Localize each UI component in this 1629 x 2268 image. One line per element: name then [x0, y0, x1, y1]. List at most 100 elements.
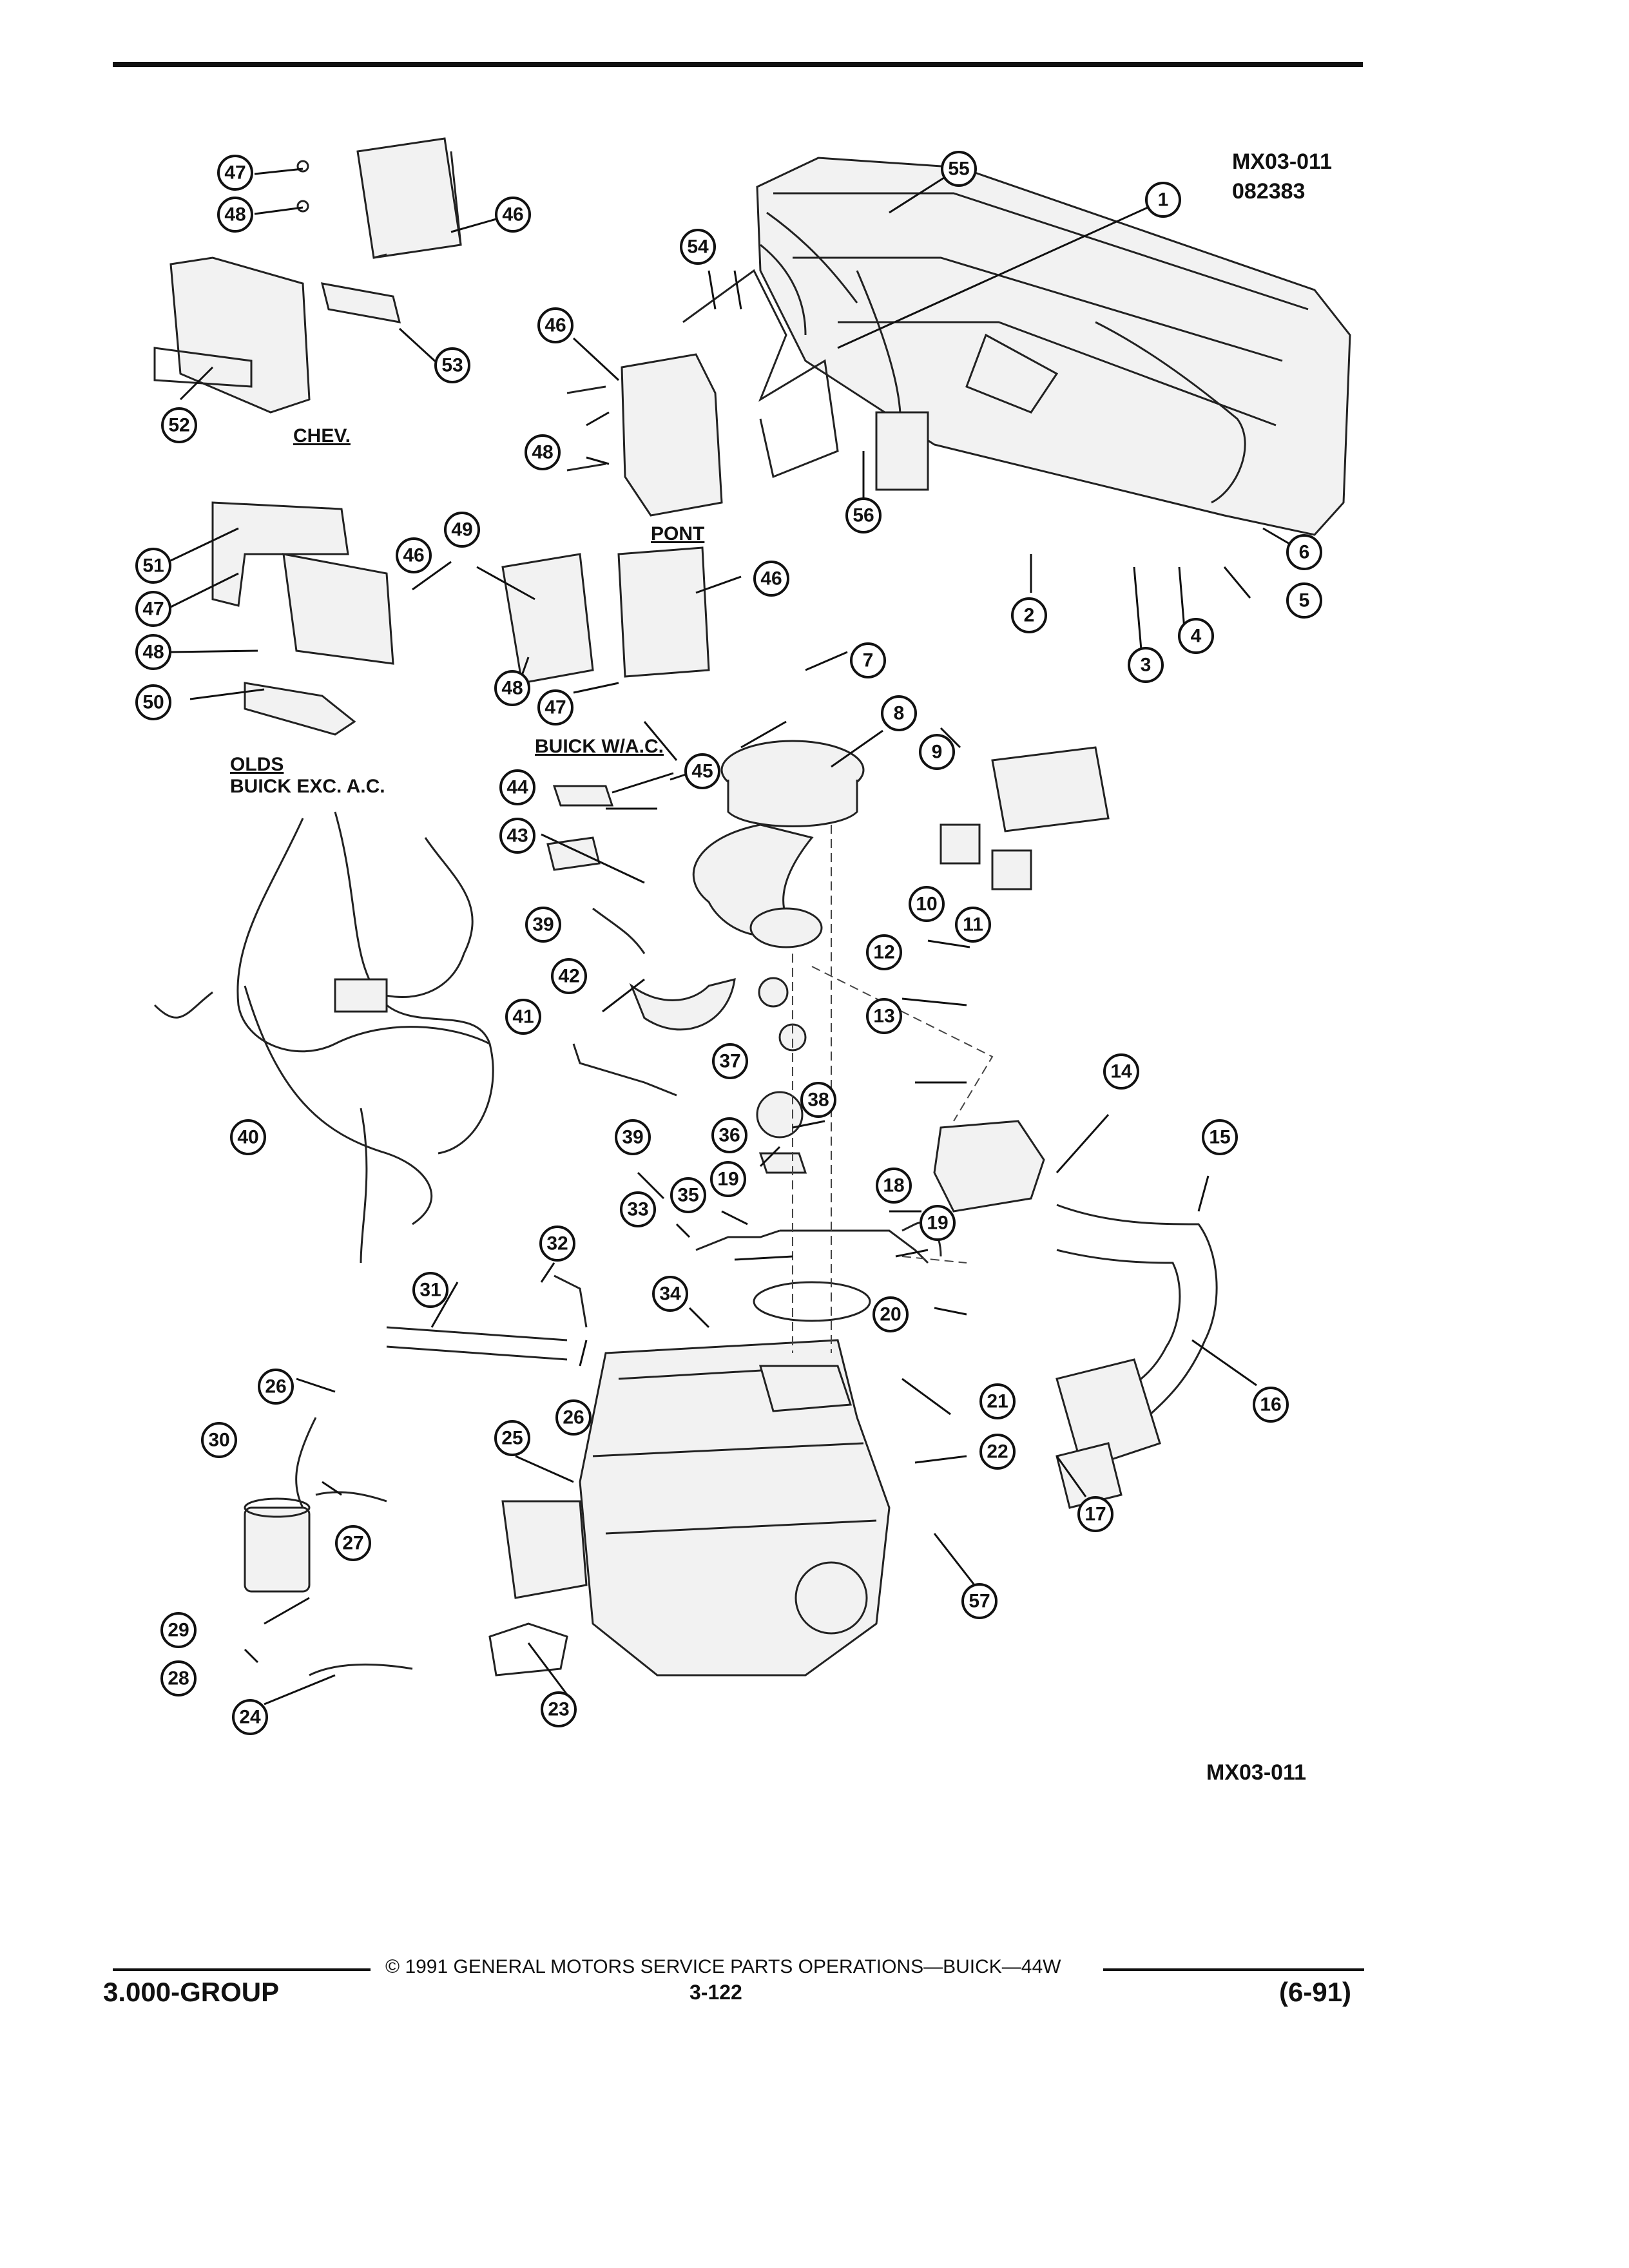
callout-45[interactable]: 45 — [684, 753, 720, 789]
callout-37[interactable]: 37 — [712, 1043, 748, 1079]
air-cleaner-assembly — [692, 740, 865, 948]
callout-39b[interactable]: 39 — [615, 1119, 651, 1155]
callout-26b[interactable]: 26 — [555, 1399, 592, 1436]
svg-text:29: 29 — [168, 1620, 189, 1641]
engine-block — [244, 1339, 891, 1677]
callout-44[interactable]: 44 — [499, 769, 535, 805]
svg-text:17: 17 — [1084, 1504, 1106, 1525]
callout-34[interactable]: 34 — [652, 1276, 688, 1312]
figure-number: 082383 — [1232, 179, 1306, 204]
callout-6[interactable]: 6 — [1286, 534, 1322, 570]
callout-46-buick[interactable]: 46 — [753, 561, 789, 597]
callout-12[interactable]: 12 — [866, 934, 902, 970]
svg-text:33: 33 — [627, 1199, 648, 1220]
svg-text:39: 39 — [532, 914, 554, 936]
small-parts — [386, 785, 942, 1361]
callout-53[interactable]: 53 — [434, 347, 470, 383]
svg-text:46: 46 — [502, 204, 523, 226]
relay-assembly — [940, 746, 1110, 890]
callout-11[interactable]: 11 — [955, 907, 991, 943]
callout-46-pont[interactable]: 46 — [537, 307, 574, 343]
svg-text:43: 43 — [506, 825, 528, 847]
figure-code: MX03-011 — [1232, 149, 1332, 174]
svg-text:42: 42 — [558, 966, 579, 987]
callout-48-chev[interactable]: 48 — [217, 197, 253, 233]
callout-10[interactable]: 10 — [909, 886, 945, 922]
callout-38[interactable]: 38 — [800, 1082, 836, 1118]
callout-8[interactable]: 8 — [881, 695, 917, 731]
callout-35[interactable]: 35 — [670, 1177, 706, 1213]
callout-54[interactable]: 54 — [680, 229, 716, 265]
callout-19a[interactable]: 19 — [710, 1161, 746, 1197]
svg-text:28: 28 — [168, 1668, 189, 1689]
instrument-panel — [756, 157, 1351, 536]
svg-text:56: 56 — [853, 505, 874, 526]
svg-text:2: 2 — [1024, 605, 1035, 626]
callout-7[interactable]: 7 — [850, 642, 886, 678]
callout-1[interactable]: 1 — [1145, 182, 1181, 218]
callout-46-chev[interactable]: 46 — [495, 197, 531, 233]
callout-26a[interactable]: 26 — [258, 1369, 294, 1405]
callout-20[interactable]: 20 — [872, 1296, 909, 1332]
callout-22[interactable]: 22 — [979, 1434, 1016, 1470]
callout-16[interactable]: 16 — [1253, 1387, 1289, 1423]
callout-14[interactable]: 14 — [1103, 1053, 1139, 1090]
callouts: 1 2 3 4 5 6 7 8 9 10 11 12 13 14 15 16 1… — [135, 151, 1322, 1735]
callout-13[interactable]: 13 — [866, 998, 902, 1034]
svg-text:46: 46 — [545, 315, 566, 336]
callout-50[interactable]: 50 — [135, 684, 171, 720]
footer-rule-right — [1103, 1968, 1364, 1971]
callout-9[interactable]: 9 — [919, 734, 955, 770]
section-label-olds: OLDS — [230, 754, 284, 775]
callout-21[interactable]: 21 — [979, 1383, 1016, 1419]
callout-40[interactable]: 40 — [230, 1119, 266, 1155]
callout-48-olds[interactable]: 48 — [135, 634, 171, 670]
callout-49[interactable]: 49 — [444, 512, 480, 548]
callout-31[interactable]: 31 — [412, 1272, 448, 1308]
callout-30[interactable]: 30 — [201, 1422, 237, 1458]
callout-39a[interactable]: 39 — [525, 907, 561, 943]
callout-17[interactable]: 17 — [1077, 1496, 1113, 1532]
footer-group: 3.000-GROUP — [103, 1977, 280, 2007]
callout-46-olds[interactable]: 46 — [396, 537, 432, 573]
callout-41[interactable]: 41 — [505, 999, 541, 1035]
callout-33[interactable]: 33 — [620, 1191, 656, 1227]
callout-43[interactable]: 43 — [499, 818, 535, 854]
svg-text:10: 10 — [916, 894, 937, 915]
callout-4[interactable]: 4 — [1178, 618, 1214, 654]
callout-2[interactable]: 2 — [1011, 597, 1047, 633]
callout-57[interactable]: 57 — [961, 1583, 998, 1619]
callout-47-olds[interactable]: 47 — [135, 591, 171, 627]
callout-5[interactable]: 5 — [1286, 582, 1322, 619]
callout-27[interactable]: 27 — [335, 1525, 371, 1561]
svg-text:53: 53 — [441, 355, 463, 376]
callout-23[interactable]: 23 — [541, 1691, 577, 1727]
svg-text:49: 49 — [451, 519, 472, 541]
callout-47-buick[interactable]: 47 — [537, 689, 574, 726]
callout-25[interactable]: 25 — [494, 1420, 530, 1456]
callout-18[interactable]: 18 — [876, 1168, 912, 1204]
wiring-harness — [153, 811, 494, 1264]
callout-3[interactable]: 3 — [1128, 647, 1164, 683]
callout-52[interactable]: 52 — [161, 407, 197, 443]
callout-28[interactable]: 28 — [160, 1660, 197, 1696]
section-label-buick-wac: BUICK W/A.C. — [535, 736, 664, 757]
callout-15[interactable]: 15 — [1202, 1119, 1238, 1155]
callout-48-buick[interactable]: 48 — [494, 670, 530, 706]
callout-56[interactable]: 56 — [845, 497, 882, 533]
footer-page: 3-122 — [689, 1981, 742, 2004]
svg-text:51: 51 — [142, 555, 164, 577]
callout-24[interactable]: 24 — [232, 1699, 268, 1735]
svg-text:55: 55 — [948, 159, 969, 180]
callout-32[interactable]: 32 — [539, 1225, 575, 1262]
section-label-chev: CHEV. — [293, 425, 351, 447]
callout-48-pont[interactable]: 48 — [525, 434, 561, 470]
callout-55[interactable]: 55 — [941, 151, 977, 187]
callout-19b[interactable]: 19 — [920, 1205, 956, 1241]
callout-42[interactable]: 42 — [551, 958, 587, 994]
callout-36[interactable]: 36 — [711, 1117, 747, 1153]
callout-29[interactable]: 29 — [160, 1612, 197, 1648]
callout-51[interactable]: 51 — [135, 548, 171, 584]
callout-47-chev[interactable]: 47 — [217, 155, 253, 191]
svg-text:47: 47 — [545, 697, 566, 718]
